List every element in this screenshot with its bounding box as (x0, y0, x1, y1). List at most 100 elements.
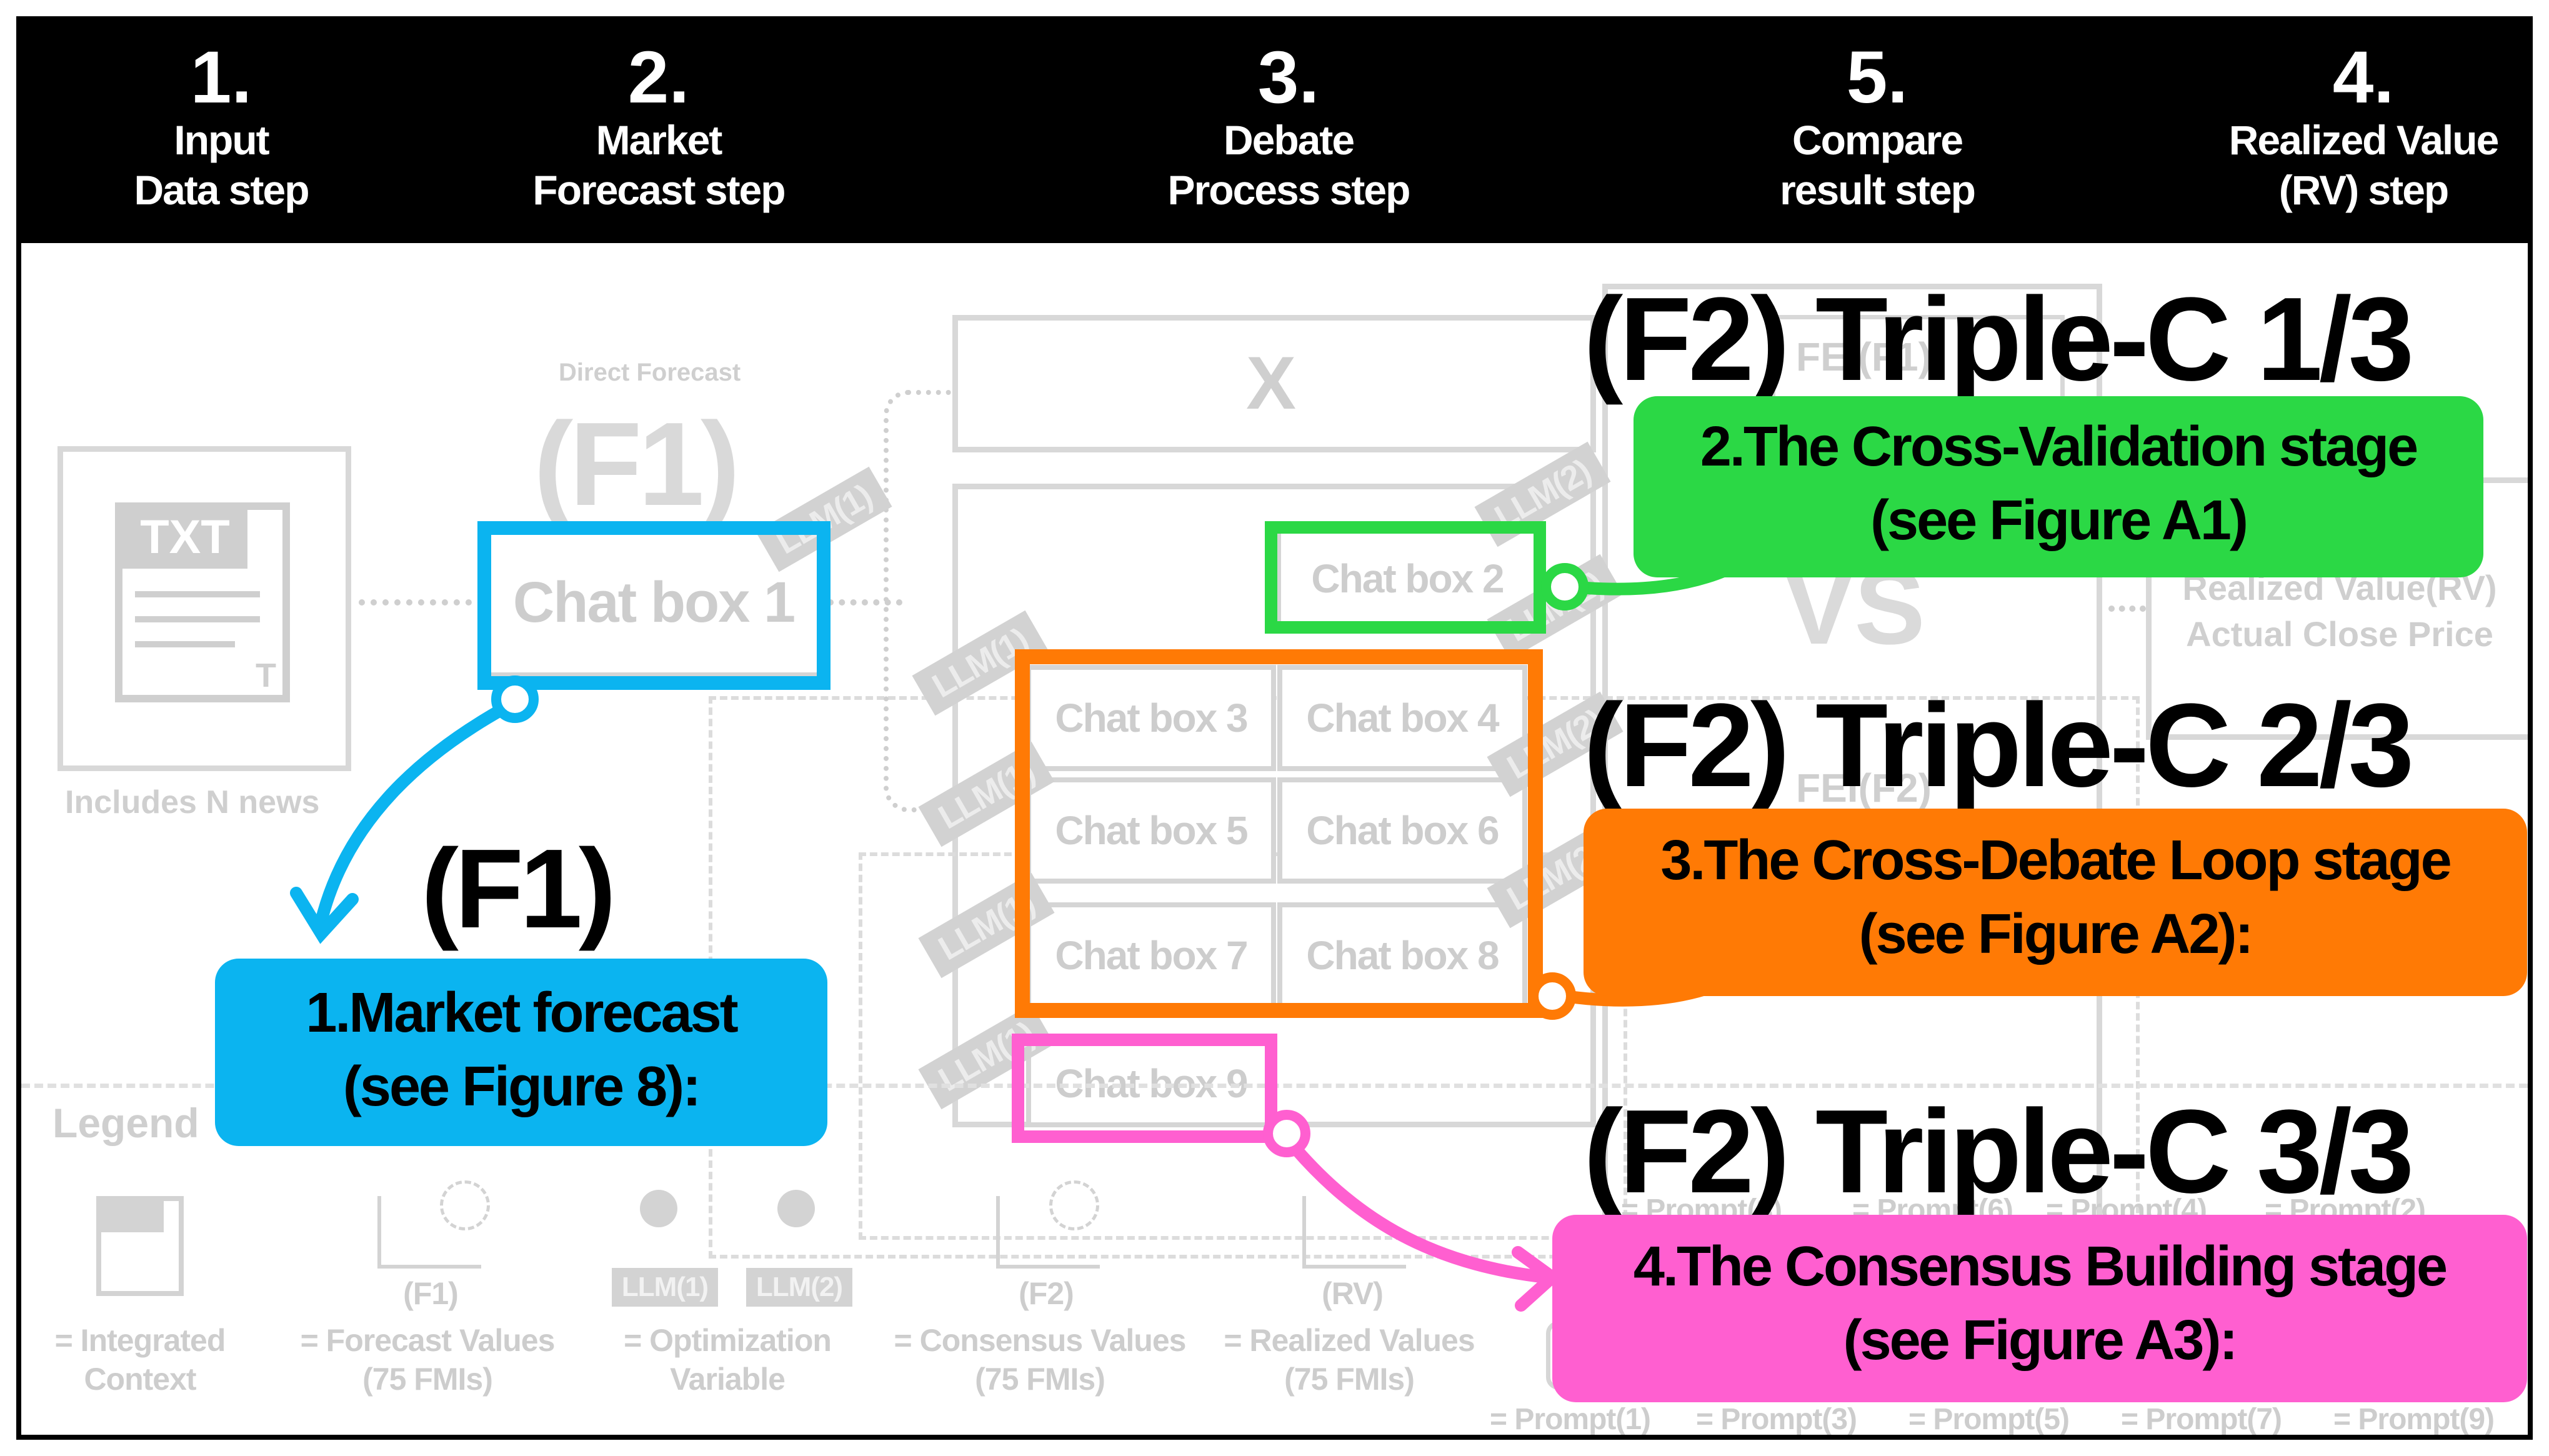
step-label-line2: Process step (1167, 167, 1411, 213)
step-label-line1: Market (596, 117, 723, 163)
legend-line2: (75 FMIs) (1284, 1362, 1415, 1397)
consensus-chart-icon (996, 1196, 1100, 1269)
prompt-label: = Prompt(9) (2333, 1403, 2495, 1436)
step-number: 1. (190, 36, 252, 119)
legend-line1: = Realized Values (1224, 1323, 1475, 1358)
step-label-line1: Compare (1792, 117, 1963, 163)
legend-item-consensus: = Consensus Values (75 FMIs) (884, 1321, 1196, 1399)
person-icon (777, 1190, 815, 1227)
chat-box-7: Chat box 7 (1026, 902, 1276, 1009)
step-label-line2: Data step (134, 167, 309, 213)
legend-tag-f2: (F2) (1019, 1276, 1074, 1311)
callout-line1: 1.Market forecast (306, 982, 738, 1044)
debate-loop-highlight (1015, 649, 1543, 1018)
blue-arrow (315, 696, 521, 927)
question-bubble-icon (1049, 1180, 1099, 1230)
step-number: 2. (627, 36, 690, 119)
callout-line2: (see Figure A2): (1858, 903, 2254, 965)
cross-validation-callout: 2.The Cross-Validation stage (see Figure… (1634, 396, 2483, 577)
callout-line1: 3.The Cross-Debate Loop stage (1660, 829, 2452, 892)
step-label-line1: Realized Value (2228, 117, 2500, 163)
fei-f2-label: FEI(F2) (1796, 765, 1932, 810)
f1-faint-label: (F1) (534, 398, 740, 531)
triple-c-title-2: (F2) Triple-C 2/3 (1584, 679, 2414, 812)
step-1: 1. Input Data step (59, 40, 384, 215)
rv-line2: Actual Close Price (2186, 614, 2493, 654)
chat-box-5: Chat box 5 (1026, 777, 1276, 884)
includes-news-label: Includes N news (65, 784, 320, 820)
triple-c-title-1: (F2) Triple-C 1/3 (1584, 273, 2414, 406)
legend-title: Legend (52, 1100, 199, 1146)
question-bubble-icon (440, 1180, 490, 1230)
blue-arrowhead (290, 887, 359, 944)
chatbox1-highlight (477, 521, 831, 690)
txt-document-icon: TXT T (115, 502, 290, 702)
callout-line1: 4.The Consensus Building stage (1633, 1235, 2448, 1298)
legend-item-context: = Integrated Context (52, 1321, 227, 1399)
step-3: 3. Debate Process step (1126, 40, 1451, 215)
direct-forecast-box (952, 315, 1596, 452)
legend-line1: = Forecast Values (300, 1323, 556, 1358)
market-forecast-callout: 1.Market forecast (see Figure 8): (215, 959, 827, 1146)
chat-box-4: Chat box 4 (1277, 665, 1527, 771)
step-5: 5. Compare result step (1715, 40, 2040, 215)
step-2: 2. Market Forecast step (496, 40, 821, 215)
legend-tag-llm1: LLM(1) (612, 1268, 718, 1307)
triple-c-title-3: (F2) Triple-C 3/3 (1584, 1085, 2414, 1218)
orange-anchor-dot (1529, 972, 1576, 1020)
diagram-frame: 1. Input Data step 2. Market Forecast st… (16, 16, 2533, 1440)
step-label-line2: (RV) step (2278, 167, 2450, 213)
step-label-line2: result step (1780, 167, 1976, 213)
legend-tag-rv: (RV) (1322, 1276, 1384, 1311)
realized-chart-icon (1302, 1196, 1406, 1269)
chat-box-3: Chat box 3 (1026, 665, 1276, 771)
step-4: 4. Realized Value (RV) step (2201, 40, 2526, 215)
callout-line2: (see Figure 8): (342, 1055, 701, 1118)
input-connector (359, 599, 484, 606)
prompt-label: = Prompt(1) (1490, 1403, 1651, 1436)
legend-line2: (75 FMIs) (975, 1362, 1105, 1397)
f1-title: (F1) (421, 826, 616, 952)
legend-line1: = Integrated (54, 1323, 226, 1358)
prompt-label: = Prompt(5) (1908, 1403, 2070, 1436)
legend-line2: (75 FMIs) (362, 1362, 493, 1397)
txt-label: TXT (122, 506, 247, 569)
callout-line2: (see Figure A3): (1843, 1309, 2238, 1372)
blue-anchor-dot (491, 676, 539, 723)
legend-tag-llm2: LLM(2) (746, 1268, 852, 1307)
legend-line2: Context (84, 1362, 196, 1397)
step-label-line2: Forecast step (532, 167, 786, 213)
chat-box-1: Chat box 1 (485, 527, 822, 677)
chatbox1-connector (827, 599, 902, 606)
legend-line1: = Consensus Values (894, 1323, 1187, 1358)
chatbox2-highlight (1265, 521, 1546, 634)
pink-arrow (1290, 1143, 1552, 1284)
green-anchor-dot (1541, 563, 1589, 611)
pink-anchor-dot (1263, 1110, 1310, 1157)
callout-line2: (see Figure A1) (1870, 489, 2248, 552)
step-number: 4. (2332, 36, 2395, 119)
legend-tag-f1: (F1) (403, 1276, 459, 1311)
step-header: 1. Input Data step 2. Market Forecast st… (21, 21, 2528, 243)
step-number: 5. (1846, 36, 1908, 119)
legend-line2: Variable (670, 1362, 786, 1397)
step-label-line1: Input (174, 117, 269, 163)
cross-debate-callout: 3.The Cross-Debate Loop stage (see Figur… (1584, 809, 2527, 996)
person-icon (640, 1190, 677, 1227)
consensus-callout: 4.The Consensus Building stage (see Figu… (1552, 1215, 2527, 1402)
legend-item-optimization: = Optimization Variable (596, 1321, 859, 1399)
prompt-label: = Prompt(7) (2121, 1403, 2282, 1436)
chatbox9-highlight (1012, 1034, 1277, 1143)
forecast-chart-icon (377, 1196, 481, 1269)
chat-box-6: Chat box 6 (1277, 777, 1527, 884)
callout-line1: 2.The Cross-Validation stage (1700, 416, 2418, 478)
step-number: 3. (1257, 36, 1320, 119)
prompt-label: = Prompt(3) (1696, 1403, 1857, 1436)
legend-item-forecast: = Forecast Values (75 FMIs) (296, 1321, 559, 1399)
step-label-line1: Debate (1223, 117, 1355, 163)
rv-connector (2108, 606, 2146, 612)
legend-line1: = Optimization (624, 1323, 832, 1358)
fei-f1-label: FEI(F1) (1796, 334, 1932, 379)
input-data-panel (57, 446, 351, 771)
integrated-context-icon (96, 1196, 184, 1296)
